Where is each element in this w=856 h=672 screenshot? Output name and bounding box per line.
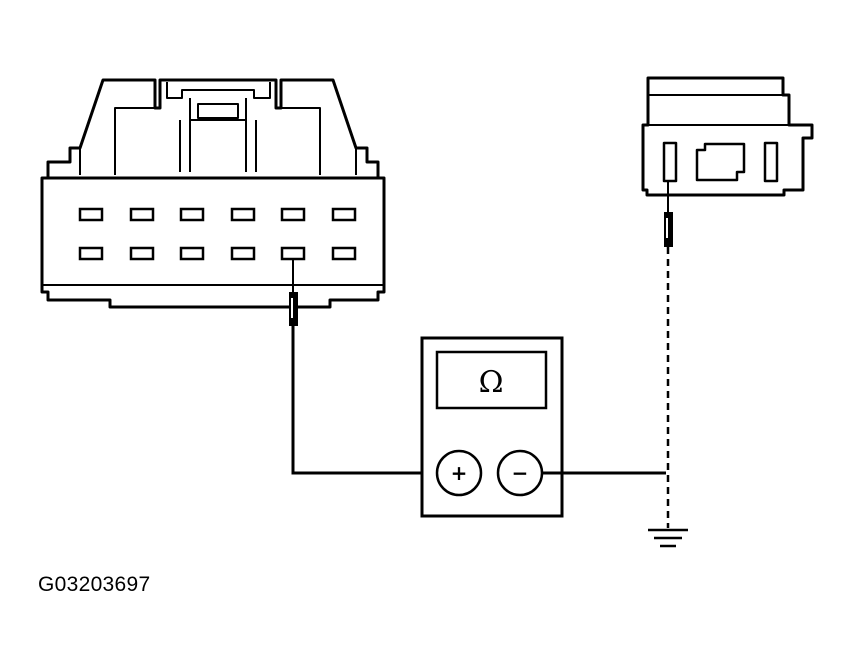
- meter-display-symbol: Ω: [479, 365, 504, 400]
- ohmmeter-icon: Ω + −: [420, 336, 564, 518]
- switch-probe-icon: [664, 181, 673, 247]
- positive-terminal: [435, 449, 483, 497]
- probe-icon: [289, 259, 298, 326]
- figure-id: G03203697: [38, 573, 151, 596]
- svg-text:−: −: [512, 461, 529, 485]
- svg-text:+: +: [451, 461, 468, 485]
- connector-icon: [40, 78, 386, 309]
- positive-lead-wire: [291, 326, 436, 475]
- switch-icon: [641, 76, 814, 197]
- ground-icon: [648, 528, 688, 548]
- connector-pins: [78, 207, 357, 261]
